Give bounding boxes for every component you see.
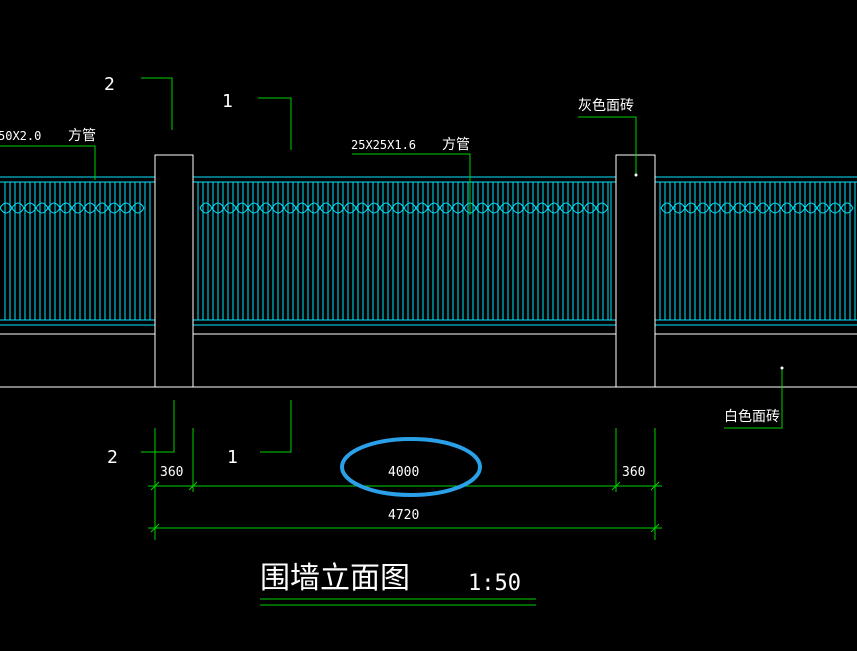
railing-ornament-wave: [660, 202, 854, 214]
dim-left-pillar: 360: [160, 465, 183, 480]
title-block: 围墙立面图 1:50: [260, 561, 536, 606]
dim-right-pillar: 360: [622, 465, 645, 480]
svg-text:25X25X1.6: 25X25X1.6: [351, 138, 416, 152]
svg-text:2: 2: [107, 447, 118, 468]
svg-text:1: 1: [222, 91, 233, 112]
dim-total: 4720: [388, 508, 419, 523]
dim-panel: 4000: [388, 465, 419, 480]
railing-ornament-wave: [0, 202, 145, 214]
svg-text:1: 1: [227, 447, 238, 468]
annotation-left-pipe: 50X2.0 方管: [0, 128, 96, 180]
fence-panel-right: [655, 176, 857, 326]
section-callout-2-bottom: 2: [107, 400, 175, 468]
drawing-title: 围墙立面图: [260, 561, 410, 596]
section-callout-2-top: 2: [104, 74, 173, 130]
svg-text:50X2.0: 50X2.0: [0, 129, 41, 143]
pillar-left: [154, 154, 194, 388]
section-callout-1-bottom: 1: [227, 400, 292, 468]
svg-text:2: 2: [104, 74, 115, 95]
annotation-gray-tile: 灰色面砖: [578, 97, 638, 177]
highlight-ellipse: [340, 437, 482, 497]
annotation-white-tile: 白色面砖: [724, 366, 784, 429]
dimension-lines: [148, 428, 662, 540]
annotation-mid-pipe: 25X25X1.6 方管: [351, 137, 471, 215]
section-callout-1-top: 1: [222, 91, 292, 150]
wall-base: [0, 333, 857, 388]
svg-text:方管: 方管: [442, 137, 470, 153]
drawing-scale: 1:50: [468, 571, 521, 596]
svg-text:白色面砖: 白色面砖: [724, 408, 780, 425]
fence-panel-middle: [193, 176, 616, 326]
fence-panel-left: [0, 176, 155, 326]
svg-text:灰色面砖: 灰色面砖: [578, 97, 634, 114]
svg-text:方管: 方管: [68, 128, 96, 144]
pillar-right: [615, 154, 656, 388]
railing-ornament-wave: [199, 202, 609, 214]
